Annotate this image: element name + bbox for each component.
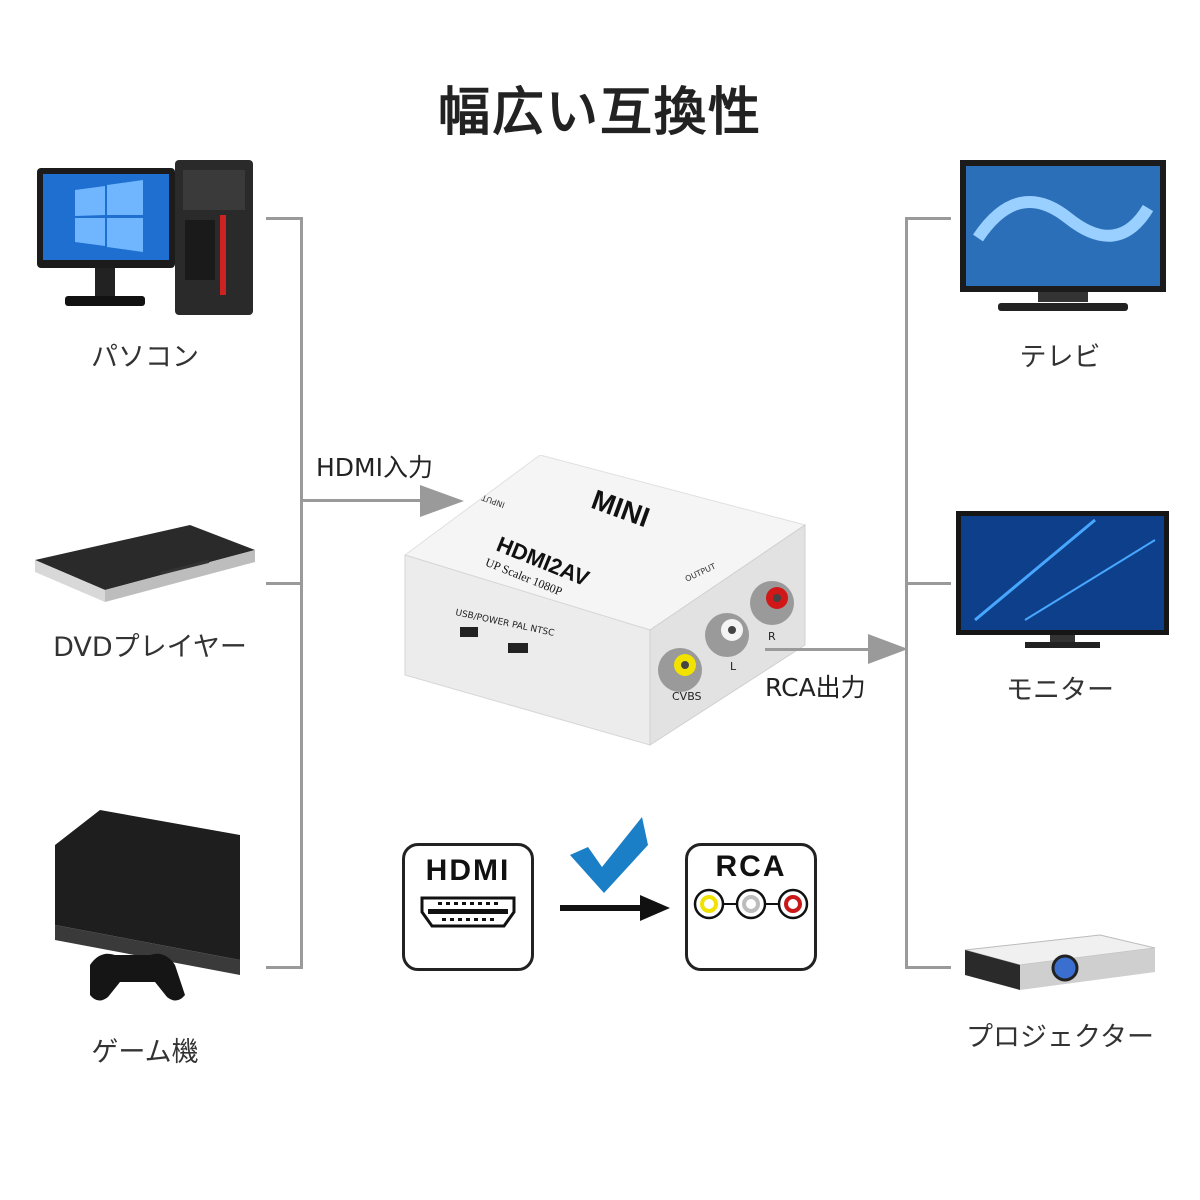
arrow-right-icon	[560, 895, 670, 921]
output-device-label-monitor: モニター	[1006, 675, 1114, 706]
arrow-right-icon	[420, 485, 464, 517]
hdmi-input-label: HDMI入力	[316, 453, 433, 482]
input-device-label-pc: パソコン	[91, 342, 199, 373]
svg-text:CVBS: CVBS	[672, 690, 702, 703]
svg-text:R: R	[768, 630, 776, 643]
tv-icon	[958, 158, 1168, 318]
svg-text:L: L	[730, 660, 737, 673]
output-device-label-projector: プロジェクター	[966, 1022, 1154, 1053]
game-console-icon	[45, 805, 255, 1010]
checkmark-icon	[570, 817, 648, 893]
input-device-label-dvd: DVDプレイヤー	[53, 632, 247, 663]
rca-output-label: RCA出力	[765, 673, 866, 702]
rca-box-title: RCA	[715, 850, 787, 883]
monitor-icon	[955, 510, 1170, 650]
output-device-label-tv: テレビ	[1019, 342, 1101, 373]
hdmi-box-title: HDMI	[425, 854, 511, 887]
page-title: 幅広い互換性	[437, 83, 762, 143]
hdmi-box: HDMI	[402, 843, 534, 971]
rca-box: RCA	[685, 843, 817, 971]
input-device-label-console: ゲーム機	[91, 1037, 199, 1068]
rca-connectors-icon	[693, 888, 809, 920]
hdmi-port-icon	[420, 896, 516, 928]
hdmi2av-adapter-image: MINI HDMI2AV UP Scaler 1080P INPUT OUTPU…	[400, 454, 810, 755]
projector-icon	[960, 930, 1160, 1000]
pc-icon	[35, 160, 265, 320]
dvd-player-icon	[30, 520, 260, 605]
arrow-right-icon	[868, 634, 908, 664]
